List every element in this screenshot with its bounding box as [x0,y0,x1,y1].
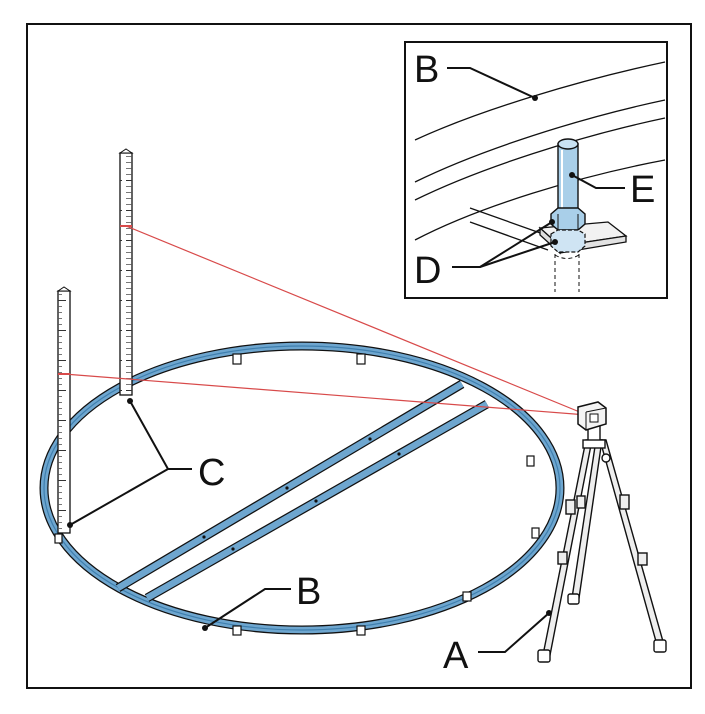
callout-leaders [67,67,625,653]
ring-brackets [54,353,540,636]
measuring-staff-front [56,286,72,534]
inset-detail [404,41,668,299]
callout-label-c: C [198,452,225,494]
ring-rail [39,341,565,636]
nut-icon [550,207,586,253]
measuring-staff-back [118,148,134,396]
tripod [537,425,667,663]
callout-label-d: D [414,250,441,292]
callout-label-b: B [296,571,321,613]
laser-lines [58,225,588,416]
laser-level-icon [577,401,607,431]
cross-beams [115,380,490,602]
callout-label-e: E [630,169,655,211]
callout-label-inset-b: B [414,49,439,91]
callout-label-a: A [443,635,469,677]
